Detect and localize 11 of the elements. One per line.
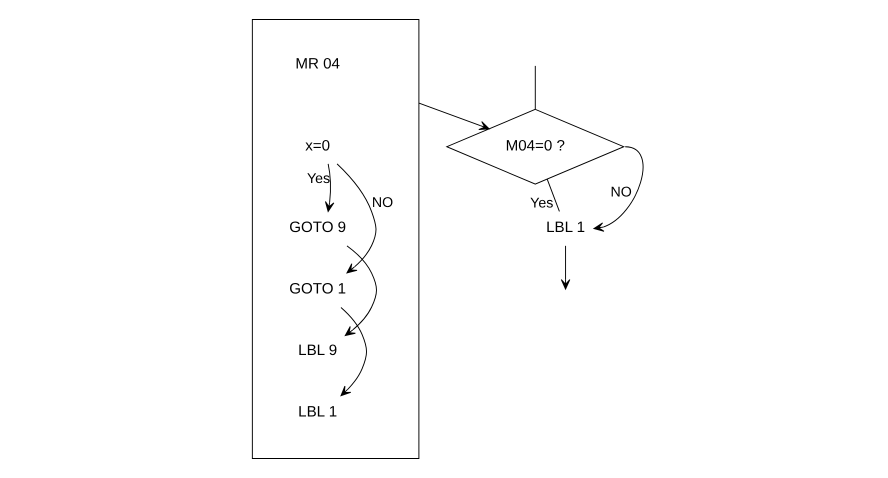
edge-label: NO	[610, 184, 632, 201]
edge-label: Yes	[530, 195, 554, 212]
node-text: LBL 9	[298, 342, 338, 360]
node-text: x=0	[305, 137, 330, 154]
node-text: GOTO 9	[289, 219, 346, 236]
edge-label: Yes	[307, 171, 330, 188]
edge-label: NO	[372, 194, 394, 211]
node-text: LBL 1	[546, 219, 586, 236]
node-text: GOTO 1	[289, 280, 346, 298]
node-text: MR 04	[295, 55, 340, 72]
node-text: LBL 1	[298, 404, 338, 421]
